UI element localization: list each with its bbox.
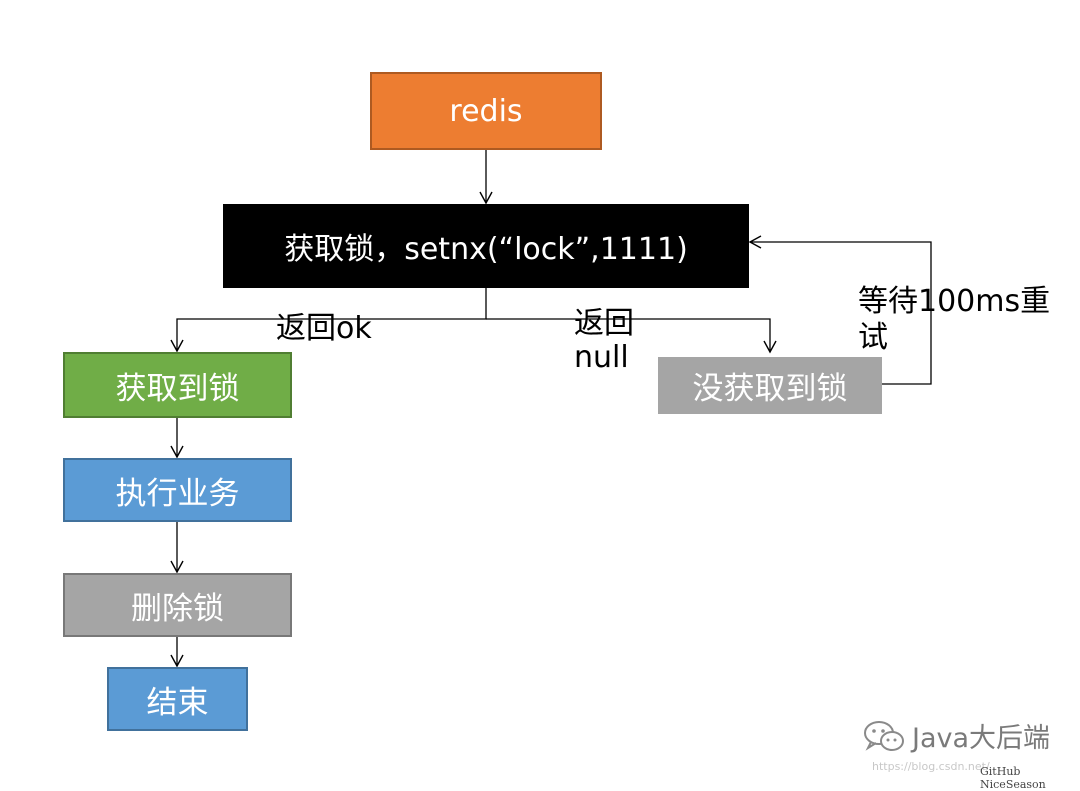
watermark-text: Java大后端 xyxy=(912,723,1051,754)
end-node: 结束 xyxy=(107,667,248,731)
execute-business-node: 执行业务 xyxy=(63,458,292,522)
delete-lock-node: 删除锁 xyxy=(63,573,292,637)
return-null-label: 返回 null xyxy=(574,307,634,375)
footer-url: https://blog.csdn.net/ xyxy=(872,760,990,773)
arrow-acquire-to-failed xyxy=(486,318,777,354)
arrow-retry-loop xyxy=(748,235,932,385)
lock-failed-node: 没获取到锁 xyxy=(658,357,882,414)
arrow-acquire-to-acquired xyxy=(170,288,487,353)
watermark: Java大后端 xyxy=(862,716,1050,755)
wait-retry-label: 等待100ms重试 xyxy=(858,284,1051,355)
wechat-icon xyxy=(864,720,904,751)
acquire-lock-node: 获取锁，setnx(“lock”,1111) xyxy=(223,204,749,288)
redis-node: redis xyxy=(370,72,602,150)
return-null-label-line1: 返回 xyxy=(574,306,634,341)
return-null-label-line2: null xyxy=(574,340,629,375)
return-ok-label: 返回ok xyxy=(276,311,372,346)
lock-acquired-node: 获取到锁 xyxy=(63,352,292,418)
footer-credit: GitHub NiceSeason xyxy=(980,765,1046,791)
